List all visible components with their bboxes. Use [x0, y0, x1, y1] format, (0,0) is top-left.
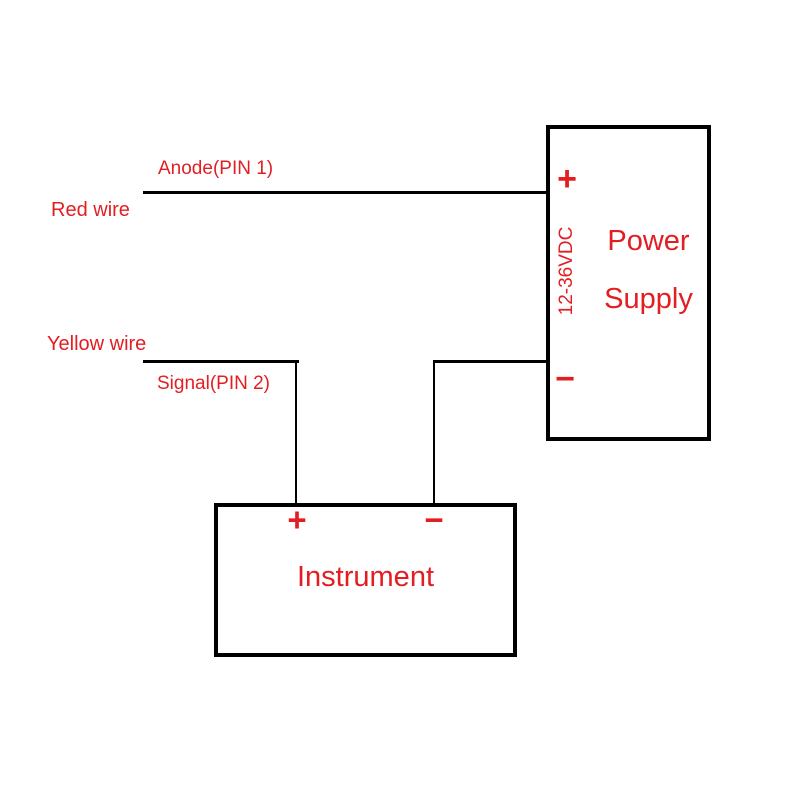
signal-wire-horizontal — [143, 360, 299, 363]
instrument-plus-terminal: + — [287, 501, 307, 538]
power-supply-title: Power Supply — [591, 212, 706, 328]
power-supply-title-line2: Supply — [604, 283, 693, 315]
power-supply-title-line1: Power — [607, 225, 690, 257]
instrument-title: Instrument — [297, 561, 434, 593]
negative-wire-vertical — [433, 361, 435, 505]
power-supply-box — [546, 125, 711, 441]
instrument-box — [214, 503, 517, 657]
power-supply-minus-terminal: − — [555, 360, 575, 398]
instrument-minus-terminal: − — [424, 501, 444, 538]
power-supply-plus-terminal: + — [557, 160, 577, 198]
signal-wire-vertical — [295, 361, 297, 505]
negative-wire-horizontal — [433, 360, 548, 363]
power-supply-voltage-label: 12-36VDC — [556, 226, 577, 316]
anode-wire — [143, 191, 547, 194]
red-wire-label: Red wire — [51, 199, 130, 221]
signal-pin2-label: Signal(PIN 2) — [157, 373, 270, 394]
yellow-wire-label: Yellow wire — [47, 333, 147, 355]
anode-pin1-label: Anode(PIN 1) — [158, 158, 274, 179]
